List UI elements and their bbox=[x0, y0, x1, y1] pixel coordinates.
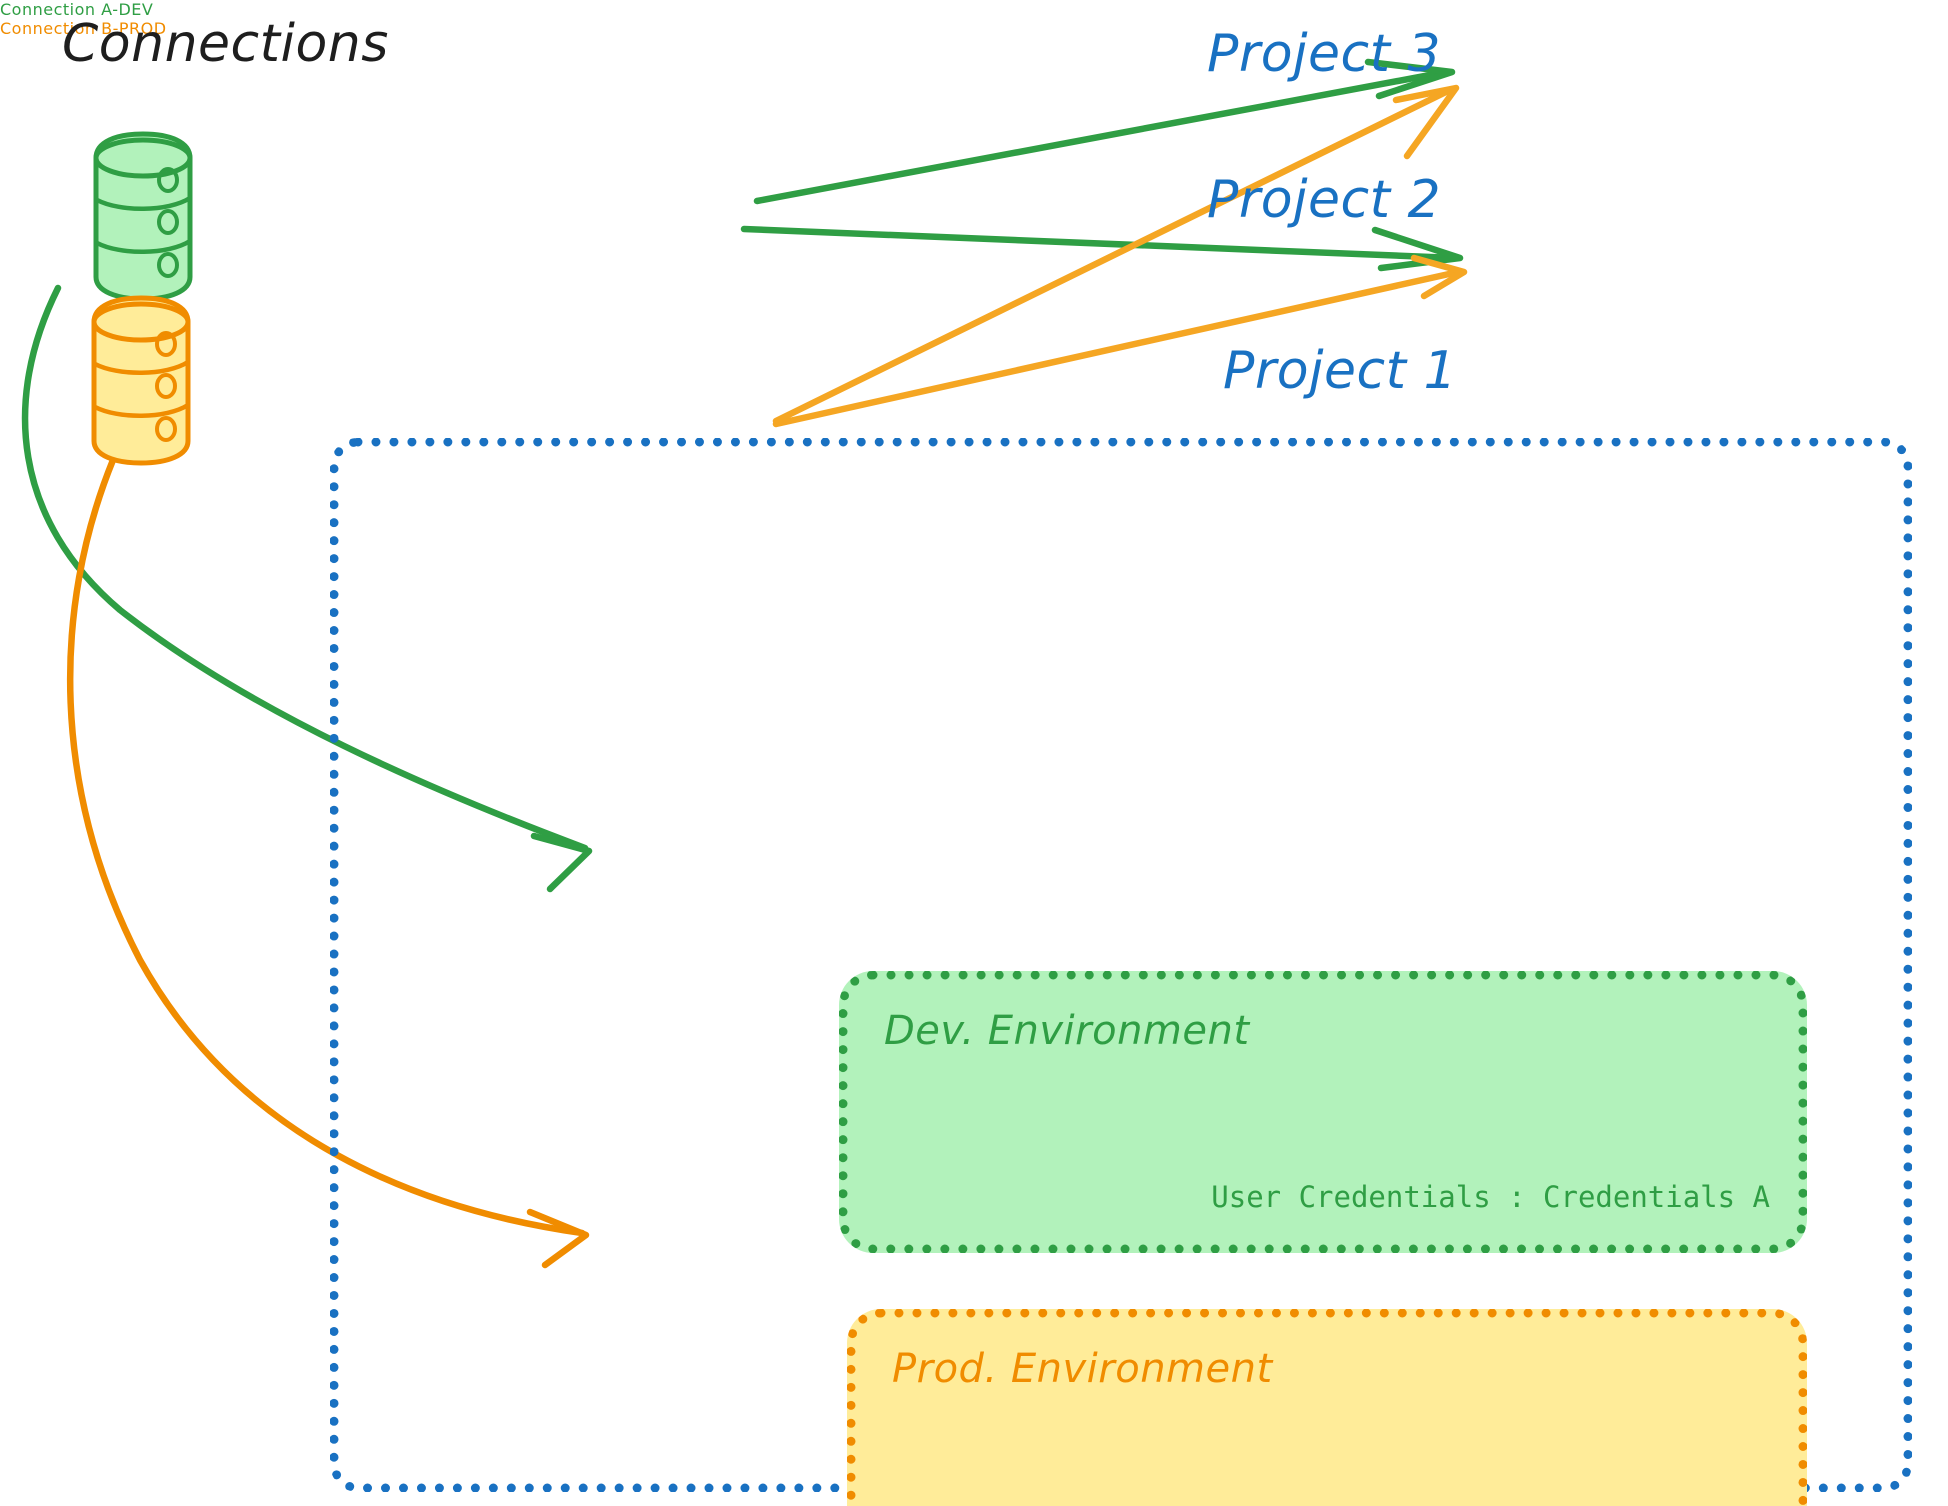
project-1-label[interactable]: Project 1 bbox=[1223, 341, 1458, 401]
db-led bbox=[155, 416, 177, 442]
prod-environment-title: Prod. Environment bbox=[892, 1346, 1273, 1392]
arrowhead-icon bbox=[1392, 84, 1460, 160]
db-divider bbox=[92, 359, 191, 375]
db-divider bbox=[94, 238, 193, 254]
connection-a-dev-label[interactable]: Connection A-DEV bbox=[0, 0, 154, 19]
connection-a-dev-database-icon[interactable] bbox=[93, 131, 193, 302]
dev-environment-title: Dev. Environment bbox=[884, 1008, 1250, 1054]
connection-b-prod-label[interactable]: Connection B-PROD bbox=[0, 19, 167, 38]
arrowhead-icon bbox=[1371, 226, 1464, 272]
db-body bbox=[93, 131, 193, 302]
db-divider bbox=[94, 195, 193, 211]
edge-line bbox=[740, 225, 1459, 262]
db-led bbox=[155, 373, 177, 399]
db-led bbox=[157, 209, 179, 235]
page-title: Connections bbox=[62, 14, 389, 74]
prod-environment-box[interactable]: Prod. Environment Deployment Credentials… bbox=[847, 1309, 1807, 1506]
db-top bbox=[91, 301, 191, 343]
db-divider bbox=[92, 402, 191, 418]
dev-environment-credentials: User Credentials : Credentials A bbox=[1211, 1180, 1770, 1214]
project-1-container: Dev. Environment User Credentials : Cred… bbox=[330, 438, 1912, 1506]
db-body bbox=[91, 295, 191, 466]
edge-a-dev-to-project-2 bbox=[740, 225, 1464, 272]
db-led bbox=[155, 331, 177, 357]
db-led bbox=[157, 252, 179, 278]
arrowhead-icon bbox=[1410, 254, 1468, 300]
dev-environment-box[interactable]: Dev. Environment User Credentials : Cred… bbox=[839, 971, 1807, 1253]
project-2-label[interactable]: Project 2 bbox=[1207, 170, 1442, 230]
project-3-label[interactable]: Project 3 bbox=[1207, 24, 1442, 84]
db-led bbox=[157, 167, 179, 193]
db-top bbox=[93, 137, 193, 179]
connection-b-prod-database-icon[interactable] bbox=[91, 295, 191, 466]
